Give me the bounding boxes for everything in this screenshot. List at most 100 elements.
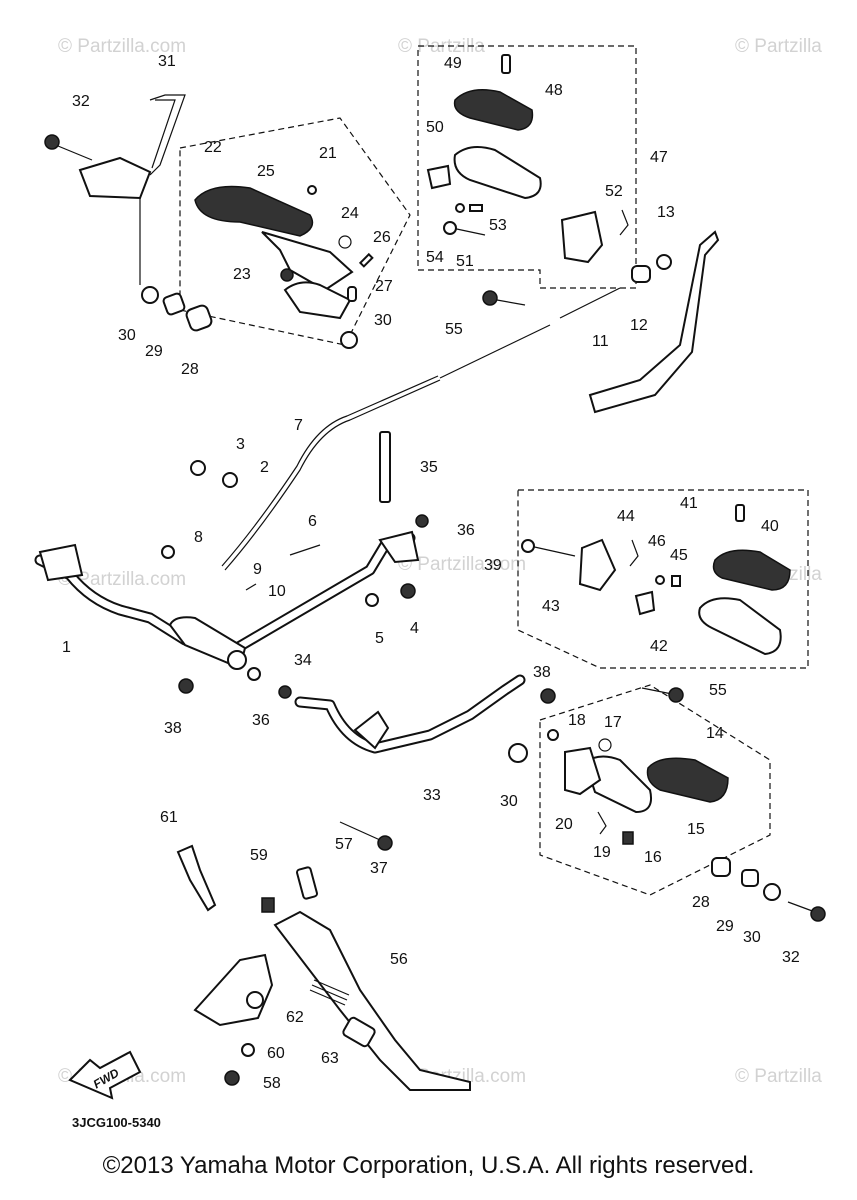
callout: 47 (650, 149, 668, 166)
nut-3 (190, 460, 206, 476)
bolt-55b (641, 687, 673, 695)
nut-38 (178, 678, 194, 694)
footrest-22 (194, 185, 314, 237)
callout: 40 (761, 518, 779, 535)
callout: 21 (319, 145, 337, 162)
collar-29 (162, 292, 186, 316)
callout: 38 (533, 664, 551, 681)
callout: 25 (257, 163, 275, 180)
bolt-57 (296, 866, 318, 900)
group-box-39 (517, 489, 809, 669)
callout: 23 (233, 266, 251, 283)
footrest-14 (646, 757, 729, 803)
bolt-55-shaft (496, 299, 526, 306)
spring-44 (629, 539, 639, 567)
clip-10 (245, 583, 257, 591)
frame-33-bracket (353, 710, 390, 750)
ball-53 (455, 203, 465, 213)
washer-30d (763, 883, 781, 901)
pin-head-43 (521, 539, 535, 553)
callout: 45 (670, 547, 688, 564)
collar-29b (741, 869, 759, 887)
callouts: 31 32 22 25 21 24 26 23 27 30 29 28 30 4… (62, 53, 800, 1092)
collar-12 (631, 265, 651, 283)
callout: 14 (706, 725, 724, 742)
spring-11 (559, 287, 621, 319)
pin-54 (451, 227, 486, 236)
group-box-21 (179, 117, 411, 346)
callout: 27 (375, 278, 393, 295)
callout: 19 (593, 844, 611, 861)
callout: 30 (743, 929, 761, 946)
callout: 30 (374, 312, 392, 329)
watermark: © Partzilla.com (398, 554, 526, 575)
spring-19 (597, 811, 607, 835)
fwd-arrow (68, 1050, 142, 1100)
ball-25 (307, 185, 317, 195)
nut-38b (540, 688, 556, 704)
callout: 60 (267, 1045, 285, 1062)
callout: 6 (308, 513, 317, 530)
callout: 20 (555, 816, 573, 833)
group-box-47 (417, 45, 637, 289)
callout: 11 (592, 333, 609, 350)
callout: 9 (253, 561, 262, 578)
cover-63 (342, 1016, 376, 1048)
washer-30b (340, 331, 358, 349)
callout: 12 (630, 317, 648, 334)
callout: 43 (542, 598, 560, 615)
callout: 50 (426, 119, 444, 136)
callout: 30 (118, 327, 136, 344)
callout: 32 (72, 93, 90, 110)
bolt-55 (482, 290, 498, 306)
callout: 62 (286, 1009, 304, 1026)
bracket-61 (176, 844, 217, 912)
callout: 38 (164, 720, 182, 737)
callout: 42 (650, 638, 668, 655)
sidestand-56 (273, 910, 471, 1091)
callout: 31 (158, 53, 176, 70)
callout: 4 (410, 620, 419, 637)
callout: 15 (687, 821, 705, 838)
screw-49 (501, 54, 511, 74)
bolt-shaft (57, 145, 93, 161)
nut-36 (415, 514, 429, 528)
spring-62 (309, 979, 350, 1006)
callout: 5 (375, 630, 384, 647)
nut-36b (278, 685, 292, 699)
screw-41 (735, 504, 745, 522)
callout: 48 (545, 82, 563, 99)
sidestand-bracket (193, 953, 274, 1027)
cable-7 (224, 379, 441, 571)
callout: 1 (62, 639, 71, 656)
callout: 46 (648, 533, 666, 550)
callout: 28 (692, 894, 710, 911)
callout: 44 (617, 508, 635, 525)
footrest-lower (283, 281, 352, 320)
callout: 36 (252, 712, 270, 729)
pin-26 (358, 252, 374, 268)
callout: 55 (709, 682, 727, 699)
cable-7b (221, 375, 439, 567)
callout: 53 (489, 217, 507, 234)
ball-46 (655, 575, 665, 585)
shift-arm (588, 230, 720, 414)
callout: 17 (604, 714, 622, 731)
callout: 32 (782, 949, 800, 966)
bracket-51 (560, 210, 604, 264)
bolt-32b (787, 901, 816, 913)
watermark: © Partzilla (735, 1066, 822, 1087)
spring-45 (671, 575, 681, 587)
callout: 54 (426, 249, 444, 266)
callout: 56 (390, 951, 408, 968)
callout: 18 (568, 712, 586, 729)
pedal-pad (38, 543, 84, 582)
callout: 52 (605, 183, 623, 200)
parts-drawing (34, 54, 826, 1100)
frame-33-inner (296, 676, 524, 752)
rod-11 (439, 324, 551, 379)
plate-42 (634, 590, 656, 616)
callout: 49 (444, 55, 462, 72)
callout: 22 (204, 139, 222, 156)
callout: 30 (500, 793, 518, 810)
